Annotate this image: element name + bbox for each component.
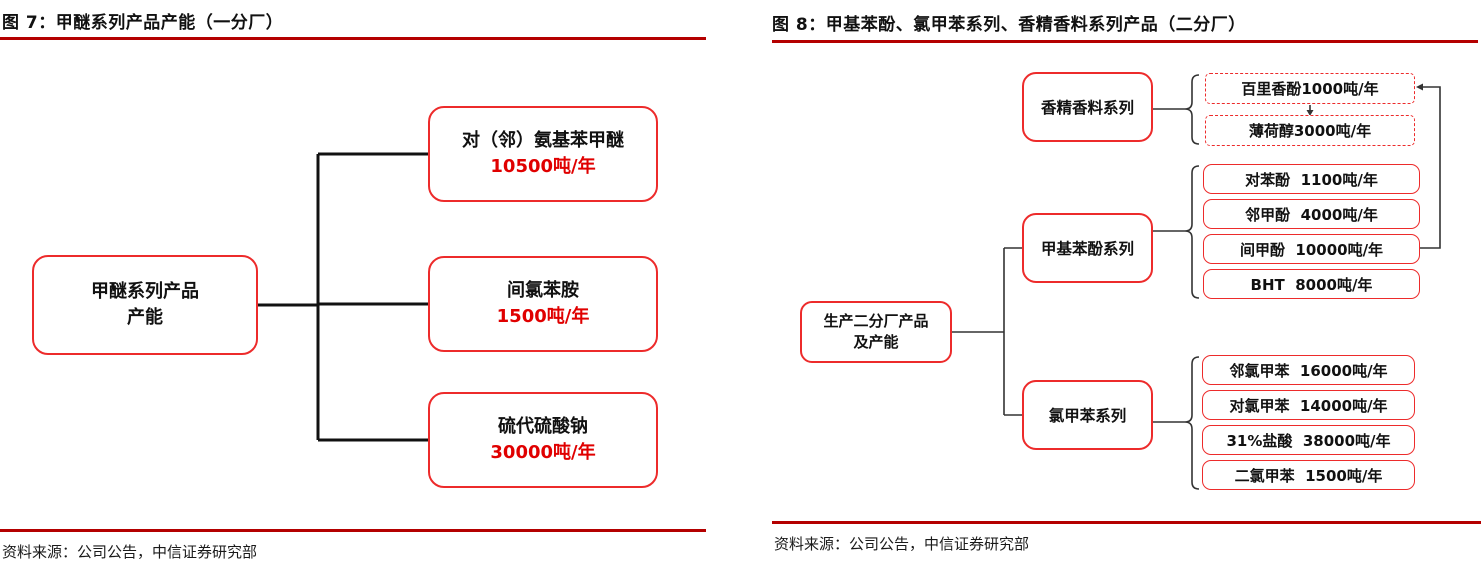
series-name: 香精香料系列 xyxy=(1040,99,1134,117)
figure8-title-rule xyxy=(772,40,1478,43)
leaf-o-chlorotoluene: 邻氯甲苯 16000吨/年 xyxy=(1202,355,1415,385)
loop-arrowhead-icon xyxy=(1416,83,1423,91)
product-name: 间氯苯胺 xyxy=(507,279,579,301)
leaf-p-chlorotoluene: 对氯甲苯 14000吨/年 xyxy=(1202,390,1415,420)
figure8-source: 资料来源：公司公告，中信证券研究部 xyxy=(774,535,1030,553)
node-chlorotoluene-series: 氯甲苯系列 xyxy=(1022,380,1153,450)
brace-fragrance-group xyxy=(1153,74,1200,145)
series-name: 甲基苯酚系列 xyxy=(1040,240,1134,258)
node-plant2-root: 生产二分厂产品 及产能 xyxy=(800,301,952,363)
leaf-bht: BHT 8000吨/年 xyxy=(1203,269,1420,299)
node-cresol-series: 甲基苯酚系列 xyxy=(1022,213,1153,283)
figure7-title: 图 7：甲醚系列产品产能（一分厂） xyxy=(2,13,284,33)
figure8-footer-rule xyxy=(772,521,1481,524)
leaf-thymol: 百里香酚1000吨/年 xyxy=(1205,73,1415,104)
leaf-m-cresol: 间甲酚 10000吨/年 xyxy=(1203,234,1420,264)
product-name: 硫代硫酸钠 xyxy=(498,415,588,437)
node-methyl-ether-root: 甲醚系列产品 产能 xyxy=(32,255,258,355)
series-name: 氯甲苯系列 xyxy=(1048,407,1127,425)
product-capacity: 10500吨/年 xyxy=(490,156,596,177)
figure7-source: 资料来源：公司公告，中信证券研究部 xyxy=(2,543,258,561)
figure7-title-rule xyxy=(0,37,706,40)
tree-line xyxy=(952,247,1022,416)
figure7-footer-rule xyxy=(0,529,706,532)
leaf-dichlorotoluene: 二氯甲苯 1500吨/年 xyxy=(1202,460,1415,490)
node-fragrance-series: 香精香料系列 xyxy=(1022,72,1153,142)
node-anisidine: 对（邻）氨基苯甲醚 10500吨/年 xyxy=(428,106,658,202)
product-capacity: 1500吨/年 xyxy=(496,306,590,327)
tree-line xyxy=(258,152,428,442)
leaf-menthol: 薄荷醇3000吨/年 xyxy=(1205,115,1415,146)
brace-chlorotoluene-group xyxy=(1153,356,1200,490)
node-label-line2: 及产能 xyxy=(853,333,899,351)
figure8-title: 图 8：甲基苯酚、氯甲苯系列、香精香料系列产品（二分厂） xyxy=(772,15,1246,35)
node-label-line1: 甲醚系列产品 xyxy=(91,280,199,302)
node-sodium-thiosulfate: 硫代硫酸钠 30000吨/年 xyxy=(428,392,658,488)
node-label-line2: 产能 xyxy=(127,307,163,328)
leaf-p-phenol: 对苯酚 1100吨/年 xyxy=(1203,164,1420,194)
brace-cresol-group xyxy=(1153,165,1200,299)
product-name: 对（邻）氨基苯甲醚 xyxy=(462,129,624,151)
leaf-hydrochloric-acid: 31%盐酸 38000吨/年 xyxy=(1202,425,1415,455)
product-capacity: 30000吨/年 xyxy=(490,442,596,463)
leaf-o-cresol: 邻甲酚 4000吨/年 xyxy=(1203,199,1420,229)
node-label-line1: 生产二分厂产品 xyxy=(823,312,929,330)
node-chloroaniline: 间氯苯胺 1500吨/年 xyxy=(428,256,658,352)
